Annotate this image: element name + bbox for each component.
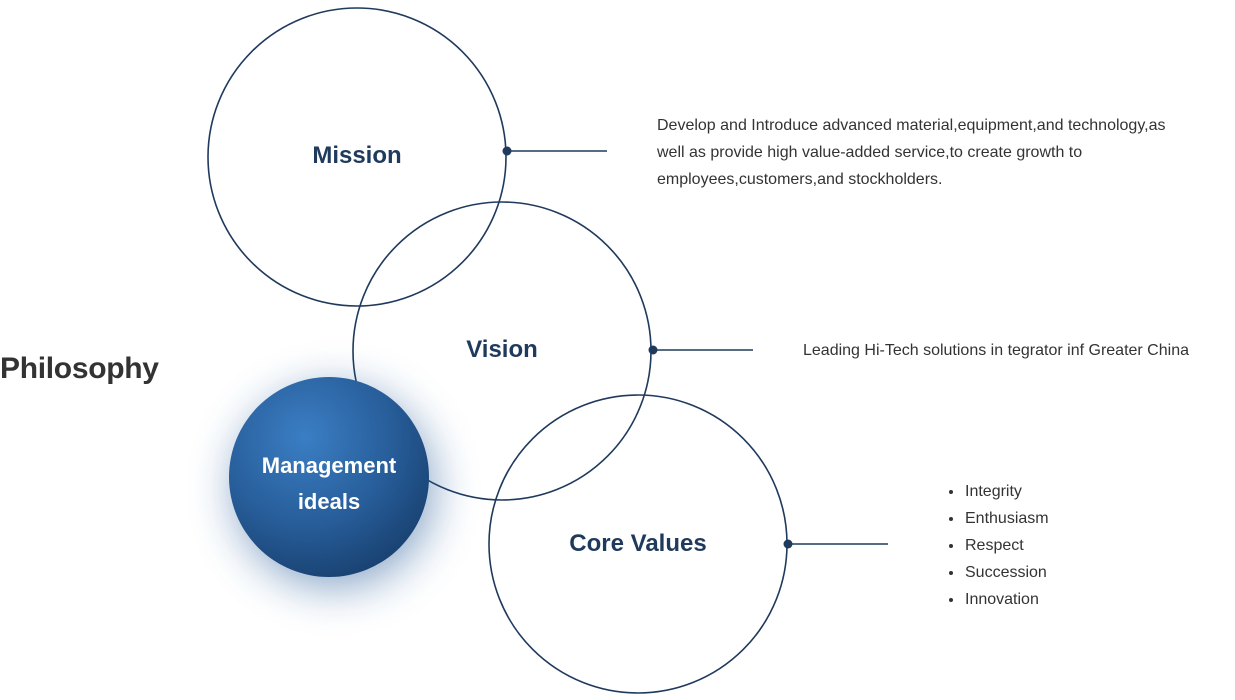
mission-label: Mission (312, 142, 402, 169)
management-ideals-line1: Management (261, 453, 397, 478)
mission-description: Develop and Introduce advanced material,… (657, 117, 1166, 188)
vision-connector-dot (648, 345, 658, 355)
core-value-item: Succession (946, 559, 1049, 586)
core-value-item: Enthusiasm (946, 505, 1049, 532)
core-value-item: Integrity (946, 478, 1049, 505)
core-values-connector-dot (783, 539, 793, 549)
management-sphere (229, 377, 429, 577)
management-ideals-line2: ideals (297, 489, 361, 514)
core-values-list: Integrity Enthusiasm Respect Succession … (946, 478, 1049, 613)
vision-label: Vision (466, 336, 538, 363)
page-title: Philosophy (0, 352, 159, 385)
mission-circle (207, 7, 507, 307)
vision-description: Leading Hi-Tech solutions in tegrator in… (803, 342, 1189, 359)
core-value-item: Innovation (946, 586, 1049, 613)
mission-connector-dot (502, 146, 512, 156)
management-ideals-label: Management ideals (229, 448, 429, 520)
core-values-label: Core Values (569, 530, 707, 557)
core-value-item: Respect (946, 532, 1049, 559)
